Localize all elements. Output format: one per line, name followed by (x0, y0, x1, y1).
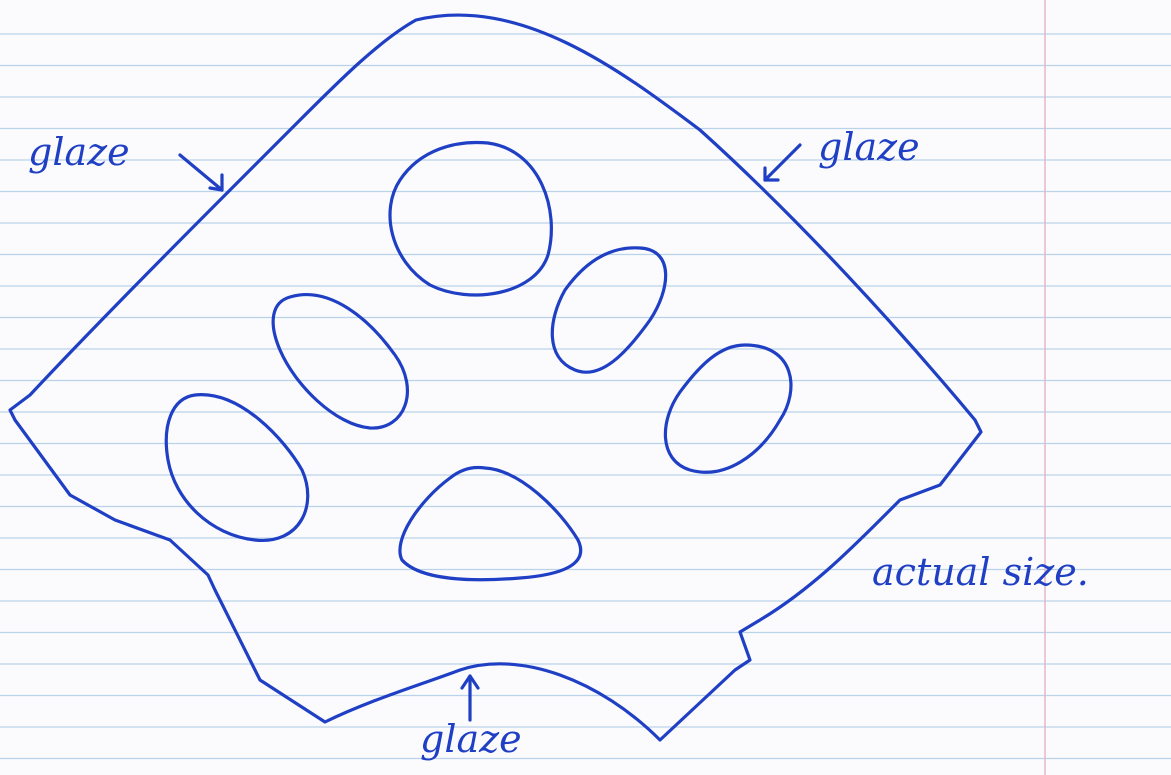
actual-size-note: actual size. (872, 550, 1089, 594)
fragment-outline (10, 15, 981, 740)
hatched-inclusions (166, 142, 791, 579)
inclusion-upper-left (273, 295, 407, 428)
arrow-glaze-right (765, 145, 800, 180)
glaze-label-left: glaze (28, 130, 130, 174)
inclusion-bottom-center (400, 467, 581, 579)
arrow-glaze-bottom (462, 676, 478, 720)
ruled-lines (0, 34, 1171, 759)
glaze-label-bottom: glaze (420, 717, 522, 761)
inclusion-upper-right (552, 248, 665, 372)
inclusion-top-center (390, 142, 551, 295)
inclusion-right (665, 345, 791, 472)
glaze-label-right: glaze (818, 125, 920, 169)
inclusion-left (166, 395, 307, 541)
